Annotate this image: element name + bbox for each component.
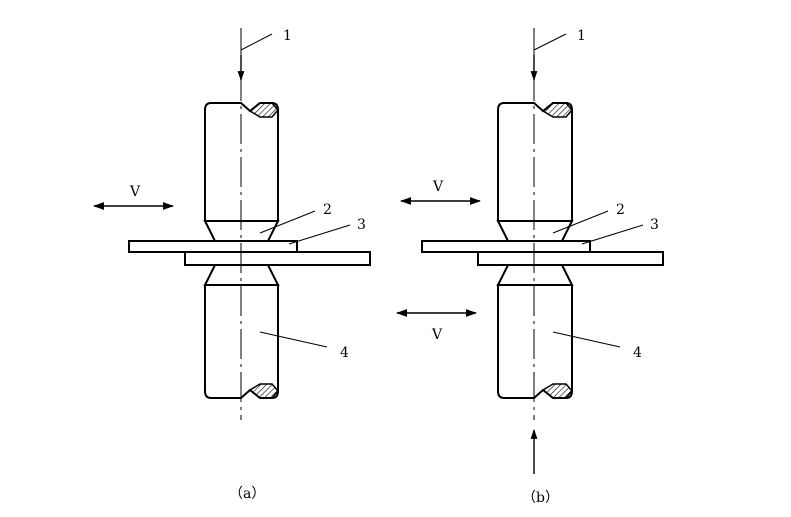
leaders-b [533, 33, 644, 348]
lower-electrode-b [496, 264, 574, 399]
caption-b: （b） [522, 490, 559, 506]
leaders-a [240, 33, 351, 348]
sheets-b [421, 240, 664, 266]
upper-electrode-b [496, 102, 574, 242]
velocity-label-lower-b: V [431, 327, 443, 343]
label-2-b: 2 [616, 202, 625, 218]
panel-a [92, 28, 371, 420]
caption-a: （a） [229, 486, 265, 502]
velocity-label-upper-b: V [432, 179, 444, 195]
label-4-a: 4 [340, 345, 349, 361]
sheets-a [128, 240, 371, 266]
label-2-a: 2 [323, 202, 332, 218]
label-1-a: 1 [283, 28, 292, 44]
label-3-b: 3 [650, 217, 659, 233]
label-3-a: 3 [357, 217, 366, 233]
panel-b [395, 28, 664, 474]
label-1-b: 1 [577, 28, 586, 44]
lower-electrode-a [203, 264, 280, 399]
velocity-label-a: V [129, 184, 141, 200]
label-4-b: 4 [633, 345, 642, 361]
